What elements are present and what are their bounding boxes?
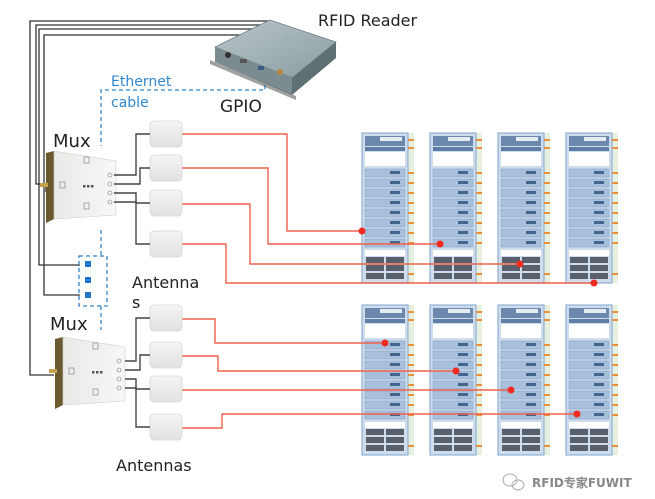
ethernet-label-line2: cable — [111, 95, 149, 111]
antenna — [149, 341, 183, 369]
mux-top-label: Mux — [53, 131, 91, 152]
rf-cable — [182, 133, 362, 232]
antenna — [149, 304, 183, 332]
rf-cable — [182, 203, 520, 265]
multiplexers — [40, 133, 150, 428]
svg-text:xo: xo — [281, 32, 292, 42]
antenna — [149, 189, 183, 217]
rf-cable — [182, 355, 456, 372]
rfid-reader-device: xo — [210, 19, 337, 100]
rfid-tag-dot — [358, 227, 366, 235]
rfid-tag-dot — [590, 279, 598, 287]
watermark-text: RFID专家FUWIT — [532, 475, 633, 490]
rfid-tag-dot — [452, 367, 460, 375]
wechat-icon — [502, 473, 525, 491]
server-rack — [497, 132, 550, 284]
wire-reader-gpio-1 — [38, 28, 258, 266]
server-rack — [565, 132, 618, 284]
rfid-reader-label: RFID Reader — [318, 11, 417, 30]
mux-device — [40, 150, 117, 223]
rfid-tag-dot — [436, 240, 444, 248]
server-rack — [429, 132, 482, 284]
wire-reader-mux-bottom — [29, 20, 272, 376]
antenna-cables — [114, 133, 150, 428]
antennas-bottom-label: Antennas — [116, 456, 192, 475]
server-rack — [565, 304, 618, 456]
antennas-top-label-line1: Antenna — [132, 273, 199, 292]
antenna — [149, 154, 183, 182]
ethernet-label-line1: Ethernet — [111, 74, 172, 90]
mux-bottom-label: Mux — [50, 314, 88, 335]
rf-cable — [182, 167, 440, 245]
gpio-label: GPIO — [220, 97, 262, 117]
rfid-tag-dot — [516, 260, 524, 268]
antenna — [149, 230, 183, 258]
rfid-tag-dot — [507, 386, 515, 394]
server-rack — [361, 132, 414, 284]
server-rack — [429, 304, 482, 456]
ethernet-cable — [100, 78, 266, 330]
antenna — [149, 120, 183, 148]
rf-cable — [182, 243, 594, 284]
rf-cable — [182, 413, 577, 429]
antennas — [149, 120, 183, 441]
rf-cables — [182, 133, 598, 429]
server-rack — [361, 304, 414, 456]
rfid-tag-dot — [381, 339, 389, 347]
mux-device — [49, 336, 126, 409]
antenna — [149, 375, 183, 403]
rf-cable — [182, 318, 385, 344]
wire-reader-gpio-2 — [43, 34, 250, 296]
server-racks — [361, 132, 618, 456]
antenna — [149, 413, 183, 441]
gpio-connector — [78, 255, 108, 307]
antennas-top-label-line2: s — [132, 293, 140, 312]
server-rack — [497, 304, 550, 456]
rfid-tag-dot — [573, 410, 581, 418]
